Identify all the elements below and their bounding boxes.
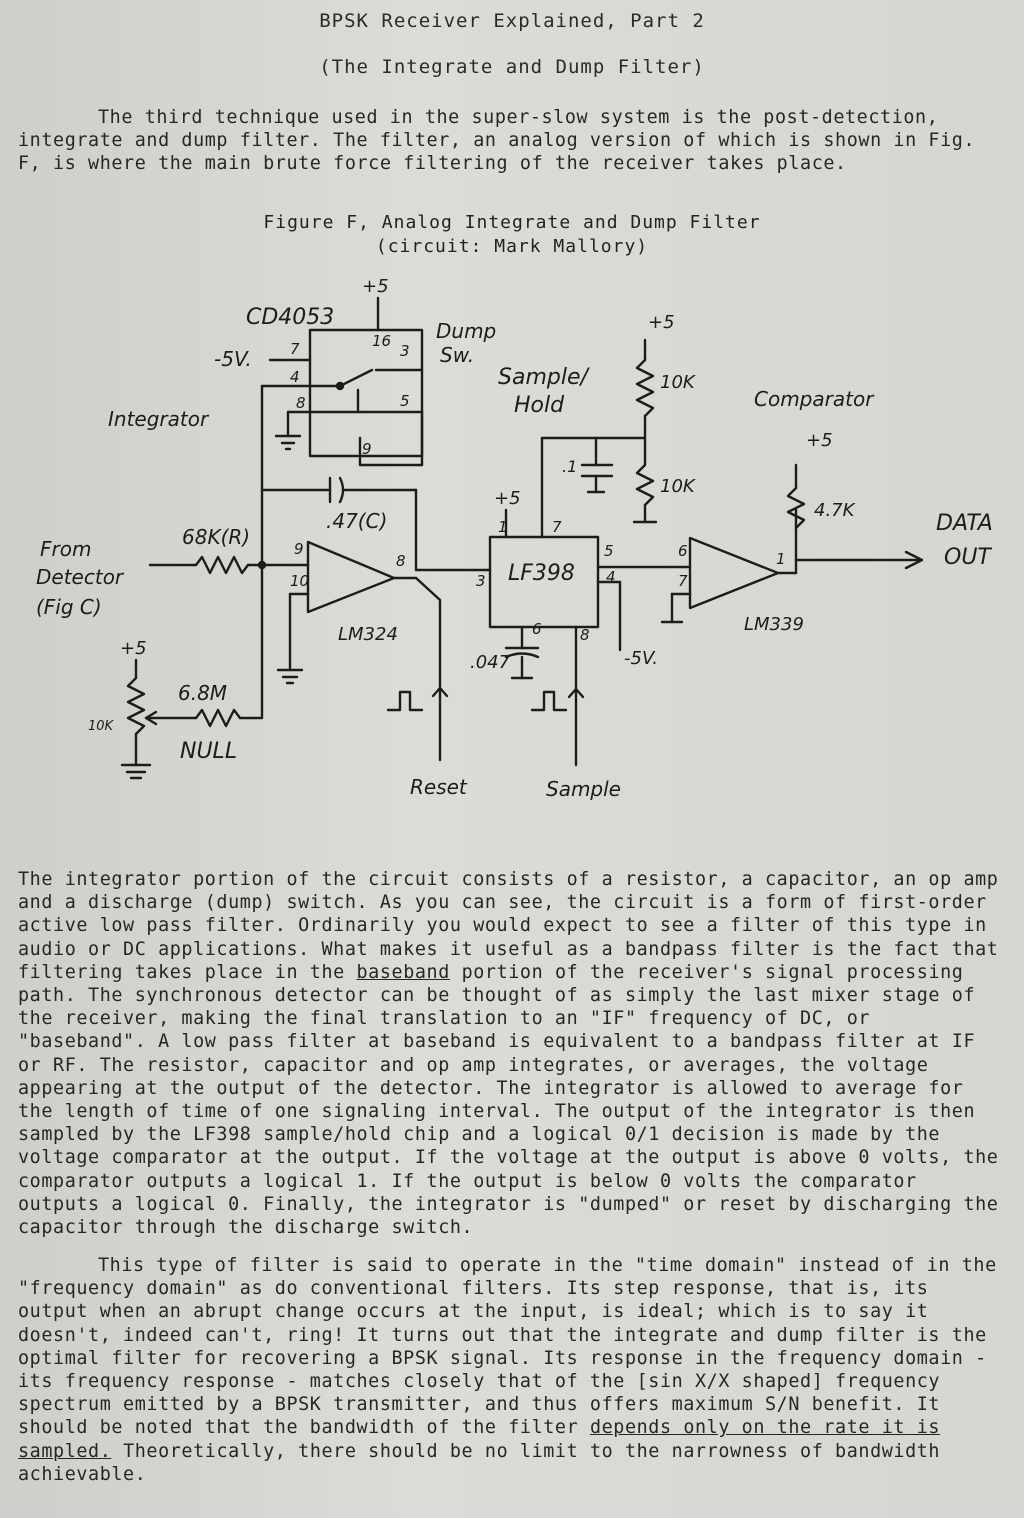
cap-047-label: .047 xyxy=(470,652,511,673)
dump-sw-label-2: Sw. xyxy=(440,343,474,367)
pin-16: 16 xyxy=(372,332,391,350)
null-label: NULL xyxy=(180,739,237,764)
lm339-comparator xyxy=(688,536,780,610)
lf398-label: LF398 xyxy=(508,561,575,586)
reset-label: Reset xyxy=(410,775,468,799)
figure-title: Figure F, Analog Integrate and Dump Filt… xyxy=(263,212,761,233)
paragraph-1: The third technique used in the super-sl… xyxy=(18,107,976,175)
pin-7: 7 xyxy=(290,340,300,358)
from-detector-label-1: From xyxy=(40,537,91,561)
dump-sw-label-1: Dump xyxy=(436,319,496,343)
cd4053-chip xyxy=(308,328,424,458)
from-detector-label-3: (Fig C) xyxy=(36,595,102,619)
doc-title: BPSK Receiver Explained, Part 2 xyxy=(319,10,705,32)
pin-5: 5 xyxy=(400,392,410,410)
figure-credit: (circuit: Mark Mallory) xyxy=(375,236,649,257)
opamp-pin-8: 8 xyxy=(396,552,406,570)
plus5-label-4: +5 xyxy=(494,488,521,509)
r10k-top-label: 10K xyxy=(660,372,696,393)
lm339-label: LM339 xyxy=(744,614,804,635)
opamp-pin-9: 9 xyxy=(294,540,304,558)
sampled-rate-underlined: depends only on the rate it is sampled. xyxy=(18,1417,941,1462)
plus5-label-2: +5 xyxy=(648,312,675,333)
lf-pin-8: 8 xyxy=(580,626,590,644)
integrator-label: Integrator xyxy=(108,407,210,431)
sample-hold-label-1: Sample/ xyxy=(498,365,590,390)
cap-47-label: .47(C) xyxy=(326,509,387,533)
paragraph-3: This type of filter is said to operate i… xyxy=(18,1254,1008,1486)
lf-pin-4: 4 xyxy=(606,568,616,586)
r68m-label: 6.8M xyxy=(178,681,227,705)
plus5-label: +5 xyxy=(362,276,389,297)
r10k-bottom-label: 10K xyxy=(660,476,696,497)
lf-pin-6: 6 xyxy=(532,620,542,638)
plus5-label-3: +5 xyxy=(806,430,833,451)
doc-subtitle: (The Integrate and Dump Filter) xyxy=(319,56,705,78)
lf-pin-1: 1 xyxy=(498,518,508,536)
circuit-schematic: CD4053 +5 -5V. Dump Sw. Integrator Sampl… xyxy=(36,276,993,801)
comp-pin-7: 7 xyxy=(678,572,688,590)
pin-4: 4 xyxy=(290,368,300,386)
opamp-pin-10: 10 xyxy=(290,572,309,590)
paragraph-2-part-1: The integrator portion of the circuit co… xyxy=(18,869,999,983)
paragraph-2-part-2: portion of the receiver's signal process… xyxy=(18,961,999,1239)
comparator-label: Comparator xyxy=(754,387,875,411)
from-detector-label-2: Detector xyxy=(36,565,125,589)
data-out-label-1: DATA xyxy=(936,511,993,536)
pin-8: 8 xyxy=(296,394,306,412)
pin-3: 3 xyxy=(400,342,410,360)
lm324-label: LM324 xyxy=(338,624,398,645)
paragraph-3-part-1: This type of filter is said to operate i… xyxy=(18,1255,997,1439)
comp-pin-1: 1 xyxy=(776,550,786,568)
comp-pin-6: 6 xyxy=(678,542,688,560)
lf-pin-3: 3 xyxy=(476,572,486,590)
neg5v-label-2: -5V. xyxy=(624,648,658,669)
lm324-opamp xyxy=(306,540,396,614)
sample-hold-label-2: Hold xyxy=(514,393,565,418)
cap-01-label: .1 xyxy=(562,457,577,476)
paragraph-3-part-2: Theoretically, there should be no limit … xyxy=(18,1440,941,1485)
plus5-label-5: +5 xyxy=(120,638,147,659)
cd4053-label: CD4053 xyxy=(246,305,334,330)
r47k-label: 4.7K xyxy=(814,500,856,521)
lf-pin-7: 7 xyxy=(552,518,562,536)
paragraph-2: The integrator portion of the circuit co… xyxy=(18,868,1008,1239)
r68k-label: 68K(R) xyxy=(182,525,250,549)
lf-pin-5: 5 xyxy=(604,542,614,560)
sample-label: Sample xyxy=(546,777,621,801)
baseband-underlined: baseband xyxy=(356,961,450,983)
data-out-label-2: OUT xyxy=(944,545,992,570)
neg5v-label: -5V. xyxy=(214,347,252,371)
pot-10k-label: 10K xyxy=(88,719,115,734)
pin-9: 9 xyxy=(362,440,372,458)
